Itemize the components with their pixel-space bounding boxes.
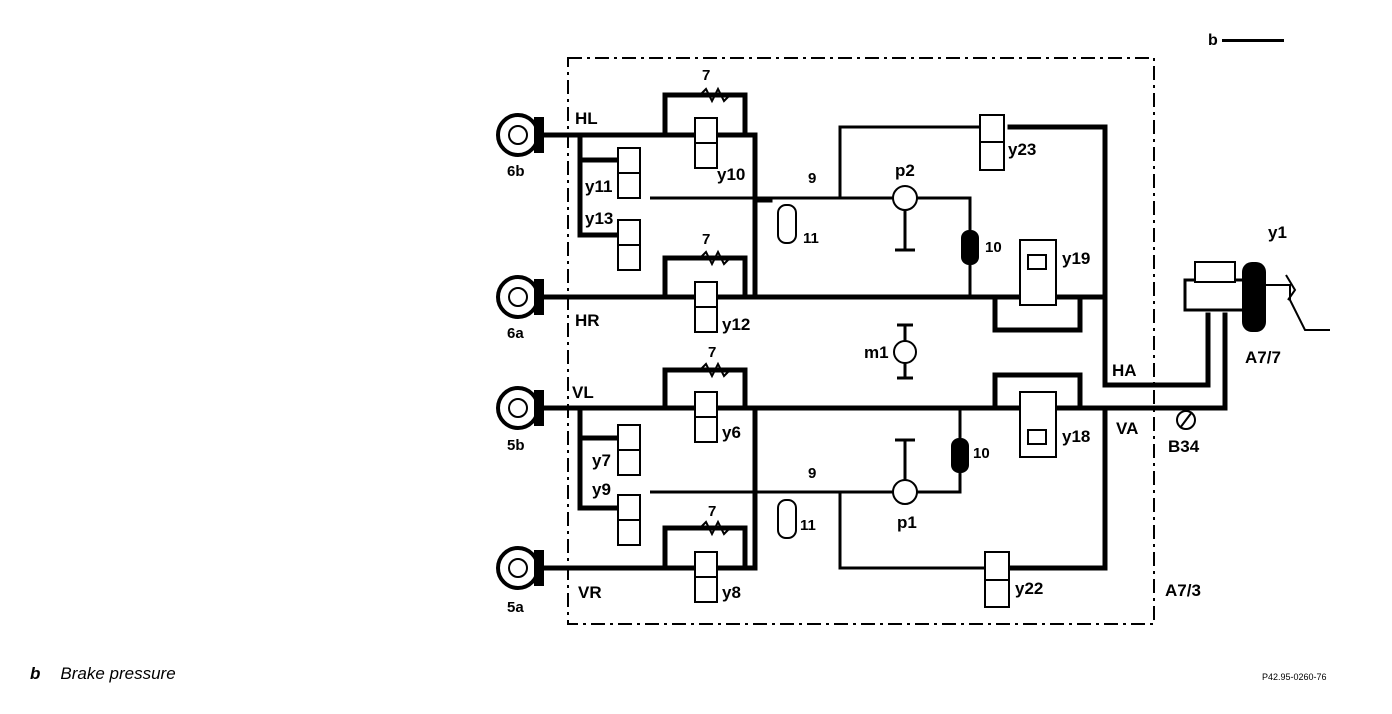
wheel-6b (496, 113, 544, 157)
label-y13: y13 (585, 209, 613, 228)
label-7-vl: 7 (708, 344, 716, 361)
pump-motor-m1 (893, 323, 917, 380)
pump-p2 (892, 185, 918, 252)
label-y7: y7 (592, 451, 611, 470)
label-9-lower: 9 (808, 465, 816, 482)
label-vl: VL (572, 383, 594, 402)
label-7-hr: 7 (702, 231, 710, 248)
corner-letter: b (1208, 32, 1218, 49)
valve-y22 (984, 551, 1010, 608)
label-5a: 5a (507, 599, 524, 616)
check-valve-7-vl (699, 361, 731, 379)
check-valve-7-hr (699, 249, 731, 267)
wheel-5a (496, 546, 544, 590)
accumulator-11-upper (777, 204, 797, 244)
wheel-5b (496, 386, 544, 430)
figure-caption: b Brake pressure (30, 664, 176, 684)
label-9-upper: 9 (808, 170, 816, 187)
label-11-upper: 11 (803, 230, 819, 247)
label-y11: y11 (585, 177, 612, 196)
valve-y8 (694, 551, 718, 603)
figure-reference: P42.95-0260-76 (1262, 672, 1327, 682)
valve-y23 (979, 114, 1005, 171)
caption-letter: b (30, 664, 41, 683)
check-valve-7-hl (699, 86, 731, 104)
label-5b: 5b (507, 437, 525, 454)
valve-y6 (694, 391, 718, 443)
label-hl: HL (575, 109, 598, 128)
label-y12: y12 (722, 315, 750, 334)
label-m1: m1 (864, 343, 889, 362)
label-a7-3: A7/3 (1165, 581, 1201, 600)
label-y23: y23 (1008, 140, 1036, 159)
corner-label: b (1208, 32, 1284, 50)
pump-p1 (892, 438, 918, 505)
valve-y13 (617, 219, 641, 271)
valve-y18 (1019, 391, 1057, 458)
label-ha: HA (1112, 361, 1137, 380)
label-p1: p1 (897, 513, 917, 532)
label-11-lower: 11 (800, 517, 816, 534)
label-b34: B34 (1168, 437, 1200, 456)
label-p2: p2 (895, 161, 915, 180)
label-6a: 6a (507, 325, 524, 342)
brake-lines (541, 92, 1228, 571)
damper-10-upper (961, 230, 979, 265)
label-y19: y19 (1062, 249, 1090, 268)
valve-y12 (694, 281, 718, 333)
label-y8: y8 (722, 583, 741, 602)
hydraulic-unit-frame (567, 57, 1155, 625)
valve-y10 (694, 117, 718, 169)
label-y6: y6 (722, 423, 741, 442)
label-y10: y10 (717, 165, 745, 184)
label-6b: 6b (507, 163, 525, 180)
wheel-6a (496, 275, 544, 319)
label-hr: HR (575, 311, 600, 330)
label-y9: y9 (592, 480, 611, 499)
valve-y11 (617, 147, 641, 199)
label-y18: y18 (1062, 427, 1090, 446)
check-valve-7-vr (699, 519, 731, 537)
valve-y9 (617, 494, 641, 546)
valve-y7 (617, 424, 641, 476)
brake-booster-a7-7 (1183, 261, 1330, 332)
caption-text: Brake pressure (60, 664, 176, 683)
label-y1: y1 (1268, 223, 1287, 242)
label-a7-7: A7/7 (1245, 348, 1281, 367)
label-7-vr: 7 (708, 503, 716, 520)
label-y22: y22 (1015, 579, 1043, 598)
label-7-hl: 7 (702, 67, 710, 84)
label-10-lower: 10 (973, 445, 990, 462)
label-10-upper: 10 (985, 239, 1002, 256)
damper-10-lower (951, 438, 969, 473)
label-vr: VR (578, 583, 602, 602)
pressure-sensor-b34 (1176, 410, 1196, 430)
label-va: VA (1116, 419, 1138, 438)
valve-y19 (1019, 239, 1057, 306)
accumulator-11-lower (777, 499, 797, 539)
